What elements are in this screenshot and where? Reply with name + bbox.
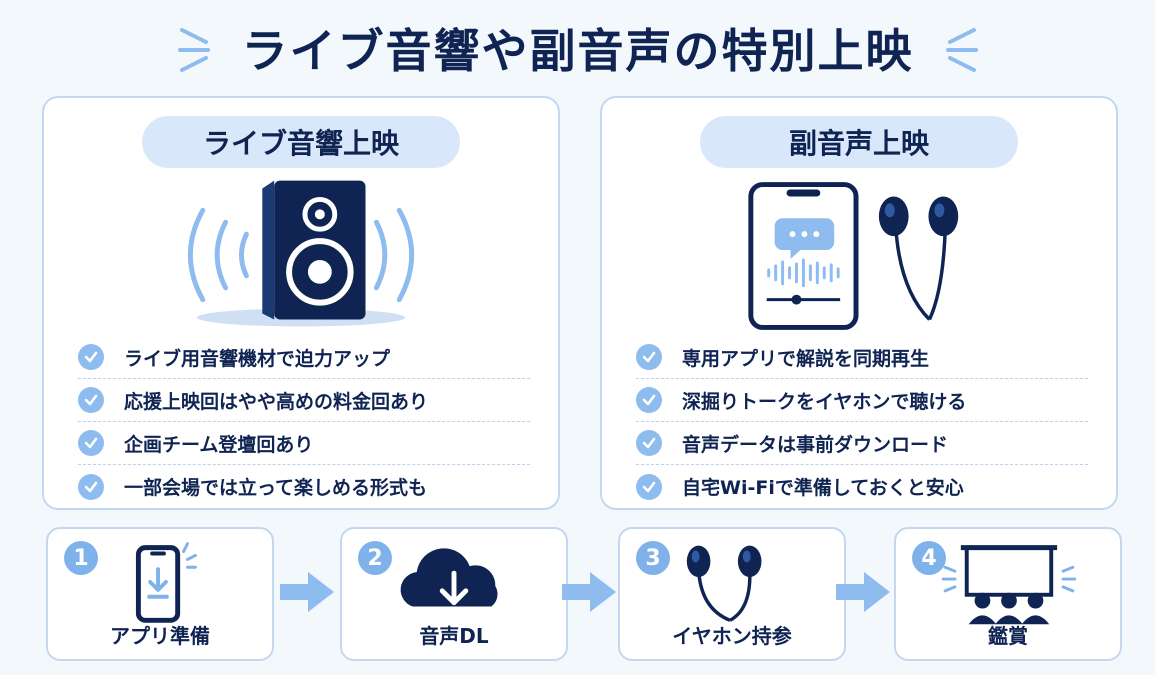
step-number: 1 (64, 541, 98, 575)
live-sound-panel: ライブ音響上映 ライブ用音響機材で迫力アップ 応援上映回はやや高めの料金回あり (42, 96, 560, 510)
list-item: ライブ用音響機材で迫力アップ (78, 336, 530, 379)
page-title: ライブ音響や副音声の特別上映 (241, 24, 914, 78)
arrow-right-icon (836, 572, 890, 612)
phone-download-icon (135, 542, 197, 623)
feature-text: 自宅Wi-Fiで準備しておくと安心 (682, 477, 964, 499)
feature-text: 応援上映回はやや高めの料金回あり (124, 390, 429, 413)
step-watch: 4 鑑賞 (894, 527, 1122, 661)
check-icon (636, 344, 662, 370)
check-icon (78, 430, 104, 456)
feature-text: 一部会場では立って楽しめる形式も (124, 477, 428, 499)
step-label: 音声DL (419, 624, 489, 648)
list-item: 企画チーム登壇回あり (78, 422, 530, 465)
list-item: 音声データは事前ダウンロード (636, 422, 1088, 465)
arrow-right-icon (280, 572, 334, 612)
feature-text: 深掘りトークをイヤホンで聴ける (682, 390, 967, 413)
step-bring-earphones: 3 イヤホン持参 (618, 527, 846, 661)
step-label: 鑑賞 (988, 624, 1028, 648)
list-item: 自宅Wi-Fiで準備しておくと安心 (636, 465, 1088, 508)
list-item: 応援上映回はやや高めの料金回あり (78, 379, 530, 422)
smartphone-with-earphones-icon (748, 182, 959, 330)
check-icon (636, 430, 662, 456)
commentary-audio-feature-list: 専用アプリで解説を同期再生 深掘りトークをイヤホンで聴ける 音声データは事前ダウ… (636, 336, 1088, 508)
feature-text: 音声データは事前ダウンロード (682, 433, 949, 456)
list-item: 一部会場では立って楽しめる形式も (78, 465, 530, 508)
check-icon (78, 473, 104, 500)
speaker-icon (187, 180, 415, 327)
check-icon (636, 473, 662, 500)
title-row: ライブ音響や副音声の特別上映 (0, 8, 1155, 88)
cloud-download-icon (400, 548, 498, 607)
sparkle-right-icon (945, 28, 978, 72)
check-icon (78, 387, 104, 413)
sparkle-left-icon (177, 28, 210, 72)
step-number: 2 (358, 541, 392, 575)
theater-audience-icon (941, 545, 1077, 625)
step-app-setup: 1 アプリ準備 (46, 527, 274, 661)
step-label: アプリ準備 (110, 624, 210, 648)
check-icon (636, 387, 662, 413)
list-item: 専用アプリで解説を同期再生 (636, 336, 1088, 379)
step-audio-download: 2 音声DL (340, 527, 568, 661)
list-item: 深掘りトークをイヤホンで聴ける (636, 379, 1088, 422)
earphones-icon (686, 545, 762, 622)
check-icon (78, 344, 104, 370)
commentary-audio-heading: 副音声上映 (700, 116, 1018, 168)
feature-text: 専用アプリで解説を同期再生 (682, 347, 930, 370)
feature-text: 企画チーム登壇回あり (124, 433, 314, 456)
feature-text: ライブ用音響機材で迫力アップ (124, 347, 391, 370)
step-number: 3 (636, 541, 670, 575)
step-label: イヤホン持参 (672, 624, 792, 648)
commentary-audio-panel: 副音声上映 専用アプリで解説を同 (600, 96, 1118, 510)
step-number: 4 (912, 541, 946, 575)
live-sound-feature-list: ライブ用音響機材で迫力アップ 応援上映回はやや高めの料金回あり 企画チーム登壇回… (78, 336, 530, 508)
live-sound-heading: ライブ音響上映 (142, 116, 460, 168)
arrow-right-icon (562, 572, 616, 612)
